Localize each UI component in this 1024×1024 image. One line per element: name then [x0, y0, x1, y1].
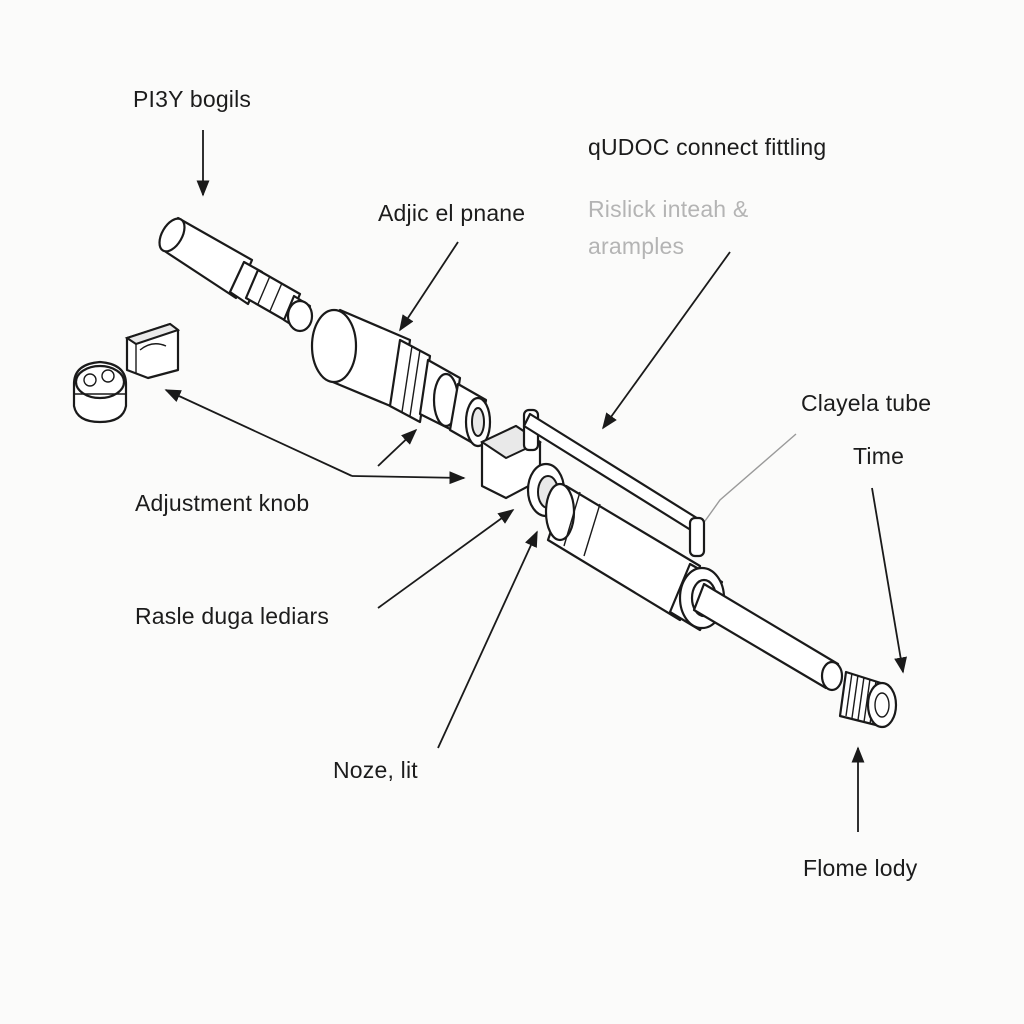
label-flome-lody: Flome lody	[803, 855, 918, 881]
leader-adjust-plane	[399, 241, 459, 332]
label-adjust-plane: Adjic el pnane	[378, 200, 526, 226]
main-tube-part	[544, 482, 844, 692]
leader-quick-connect	[602, 251, 731, 430]
spring-part	[838, 670, 898, 729]
label-quick-connect-fitting: qUDOC connect fittling	[588, 134, 827, 160]
o-ring-part	[72, 360, 128, 424]
label-faded-line-2: aramples	[588, 233, 685, 259]
label-faded-line-1: Rislick inteah &	[588, 196, 749, 222]
leader-time	[871, 487, 907, 674]
label-noze-lit: Noze, lit	[333, 757, 418, 783]
leader-clayela-tube	[699, 433, 797, 529]
label-pi3y-bogils: PI3Y bogils	[133, 86, 252, 112]
leader-rasle	[377, 509, 515, 609]
label-rasle-duga-lediars: Rasle duga lediars	[135, 603, 330, 629]
adjuster-body-part	[310, 308, 492, 448]
label-adjustment-knob: Adjustment knob	[135, 490, 310, 516]
label-clayela-tube: Clayela tube	[801, 390, 932, 416]
barrel-part	[158, 216, 314, 333]
leader-knob-right	[351, 471, 466, 485]
leader-noze	[437, 530, 538, 749]
leader-knob-up	[377, 428, 418, 467]
small-cap-part	[124, 322, 181, 380]
label-time: Time	[853, 443, 905, 469]
leader-lines	[164, 130, 907, 832]
leader-knob-left	[164, 389, 353, 477]
